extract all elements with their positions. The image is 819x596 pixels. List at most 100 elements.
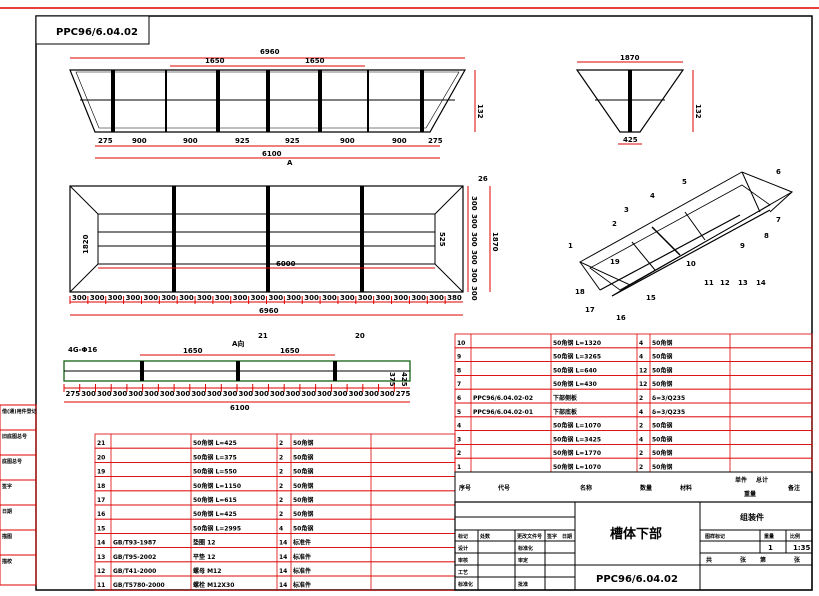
section-bottom-seg-label: 300 (144, 390, 159, 398)
bom-cell-no: 10 (457, 340, 465, 347)
bom-cell-code: GB/T93-1987 (113, 540, 156, 547)
bom-cell-qty: 2 (279, 469, 283, 476)
plan-bottom-seg-label: 300 (161, 294, 176, 302)
plan-bottom-seg-label: 300 (358, 294, 373, 302)
bom-cell-name: 50角钢 L=1770 (553, 449, 601, 457)
bom-cell-name: 50角钢 L=1070 (553, 422, 601, 430)
plan-inner: 6000 (276, 260, 296, 268)
plan-bottom-seg-label: 300 (376, 294, 391, 302)
bom-head-weight: 重量 (744, 490, 756, 498)
bom-cell-no: 14 (97, 540, 105, 547)
plan-bottom-seg-label: 300 (429, 294, 444, 302)
bom-cell-no: 16 (97, 511, 105, 518)
bom-header: 序号 代号 名称 数量 材料 单件 总计 重量 备注 (454, 471, 813, 503)
callout-20: 20 (355, 332, 365, 340)
plan-overall: 6960 (259, 307, 279, 315)
bom-head-qty: 数量 (640, 484, 652, 492)
section-bottom-seg-label: 300 (81, 390, 96, 398)
plan-bottom-seg-label: 300 (304, 294, 319, 302)
bom-cell-name: 50角钢 L=1150 (193, 482, 241, 490)
bom-cell-qty: 2 (279, 497, 283, 504)
bom-cell-qty: 2 (639, 464, 643, 471)
bom-cell-no: 2 (457, 450, 461, 457)
iso-callout-18: 18 (575, 288, 585, 296)
tb-col-mark: 标记 (457, 533, 468, 540)
section-bottom-seg-label: 300 (223, 390, 238, 398)
tb-scale-value: 1 (768, 544, 773, 552)
seg-3: 900 (183, 137, 198, 145)
bom-cell-qty: 14 (279, 568, 287, 575)
tb-kind: 组装件 (740, 512, 764, 522)
bom-cell-mat: 标准件 (292, 567, 311, 575)
dim-height: 132 (476, 104, 484, 119)
plan-bottom-seg-label: 300 (286, 294, 301, 302)
bom-cell-no: 12 (97, 568, 105, 575)
tb-col-date: 日期 (562, 533, 572, 540)
iso-callout-16: 16 (616, 314, 626, 322)
bom-cell-mat: 50角钢 (652, 366, 672, 374)
bom-cell-no: 13 (97, 554, 105, 561)
iso-callout-9: 9 (740, 242, 745, 250)
code-box (35, 15, 150, 45)
iso-callout-13: 13 (738, 279, 748, 287)
bom-cell-code: GB/T5780-2000 (113, 582, 165, 589)
tb-row-std: 标准化 (457, 581, 473, 588)
tb-label-sheet2: 张 (794, 556, 801, 564)
sec-h-2: 425 (400, 372, 408, 387)
bom-cell-name: 下部底板 (553, 408, 578, 416)
bom-head-name: 名称 (580, 484, 592, 492)
bom-row (94, 447, 456, 463)
sec-h-1: 375 (388, 372, 396, 387)
bom-cell-mat: 50角钢 (293, 524, 313, 532)
section-bottom-seg-label: 300 (349, 390, 364, 398)
bom-cell-code: PPC96/6.04.02-01 (473, 409, 533, 416)
bom-cell-name: 螺母 M12 (193, 567, 221, 575)
plan-bottom-seg-label: 300 (143, 294, 158, 302)
bom-cell-no: 15 (97, 525, 105, 532)
section-mark: A (287, 159, 293, 167)
bom-head-mat: 材料 (679, 484, 692, 492)
side-height: 132 (694, 104, 702, 119)
plan-view: 26 6000 1820 300 300 300 300 300 300 525… (69, 175, 499, 316)
drawing-code-label: PPC96/6.04.02 (56, 27, 138, 38)
section-bottom-seg-label: 300 (239, 390, 254, 398)
bom-cell-mat: 50角钢 (652, 422, 672, 430)
tb-ratio: 1:35 (793, 544, 811, 552)
tb-col-doc: 更改文件号 (517, 533, 542, 540)
bom-cell-mat: 50角钢 (293, 468, 313, 476)
bom-head-code: 代号 (497, 484, 510, 492)
bom-cell-name: 50角钢 L=640 (553, 366, 597, 374)
plan-r-4: 300 (470, 250, 478, 265)
plan-r-5: 300 (470, 268, 478, 283)
sec-left: 1650 (183, 347, 203, 355)
tb-row-check: 审核 (458, 557, 468, 564)
bom-cell-no: 21 (97, 440, 105, 447)
bom-cell-qty: 4 (279, 525, 283, 532)
bom-cell-no: 4 (457, 423, 461, 430)
iso-callout-17: 17 (585, 306, 595, 314)
tb-label-no: 第 (759, 556, 766, 564)
bom-cell-code: GB/T41-2000 (113, 568, 156, 575)
section-bottom-seg-label: 300 (333, 390, 348, 398)
iso-callout-4: 4 (650, 192, 655, 200)
bom-cell-name: 50角钢 L=3265 (553, 353, 601, 361)
bom-row (94, 476, 456, 492)
section-bottom-seg-label: 300 (286, 390, 301, 398)
section-bottom-seg-label: 300 (301, 390, 316, 398)
seg-7: 900 (392, 137, 407, 145)
bom-cell-name: 50角钢 L=1070 (553, 463, 601, 471)
title-block: 标记 处数 更改文件号 签字 日期 设计 审核 工艺 标准化 标准化 审定 批准… (454, 501, 813, 591)
iso-callout-19: 19 (610, 258, 620, 266)
bom-cell-qty: 2 (639, 395, 643, 402)
view-label: A向 (232, 339, 244, 348)
bom-cell-no: 7 (457, 381, 461, 388)
bom-cell-code: PPC96/6.04.02-02 (473, 395, 533, 402)
sec-base: 6100 (230, 404, 250, 412)
section-bottom-seg-label: 300 (191, 390, 206, 398)
bom-row (454, 347, 813, 362)
front-view: 6960 1650 1650 132 275 900 900 925 925 9… (69, 48, 484, 167)
side-view: 1870 132 425 (575, 54, 702, 145)
bom-cell-name: 50角钢 L=3425 (553, 435, 601, 443)
